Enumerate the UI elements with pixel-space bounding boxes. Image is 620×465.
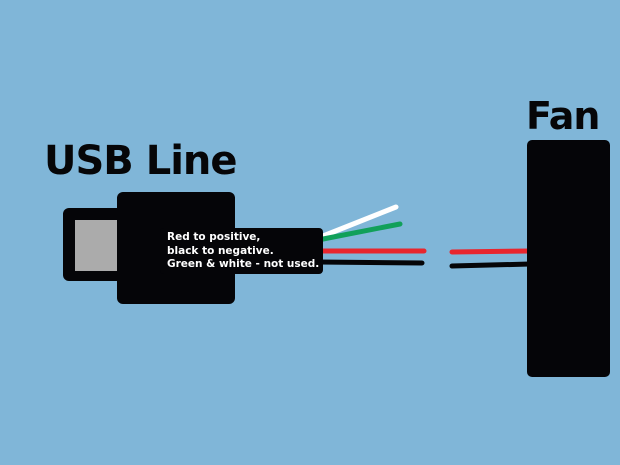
wiring-note: Red to positive,black to negative.Green … xyxy=(167,231,319,272)
wire-black-fan xyxy=(449,261,533,269)
fan-body xyxy=(527,140,610,377)
note-line: black to negative. xyxy=(167,244,274,257)
usb-line-title: USB Line xyxy=(44,138,238,184)
fan-title: Fan xyxy=(526,94,600,138)
wire-green xyxy=(315,221,403,243)
note-line: Green & white - not used. xyxy=(167,258,320,270)
usb-cable xyxy=(160,228,323,274)
wire-white xyxy=(315,204,399,241)
note-line: Red to positive, xyxy=(167,231,261,243)
usb-plug-metal xyxy=(75,220,120,271)
wire-red-fan xyxy=(449,248,533,255)
wire-black-usb xyxy=(315,259,425,266)
